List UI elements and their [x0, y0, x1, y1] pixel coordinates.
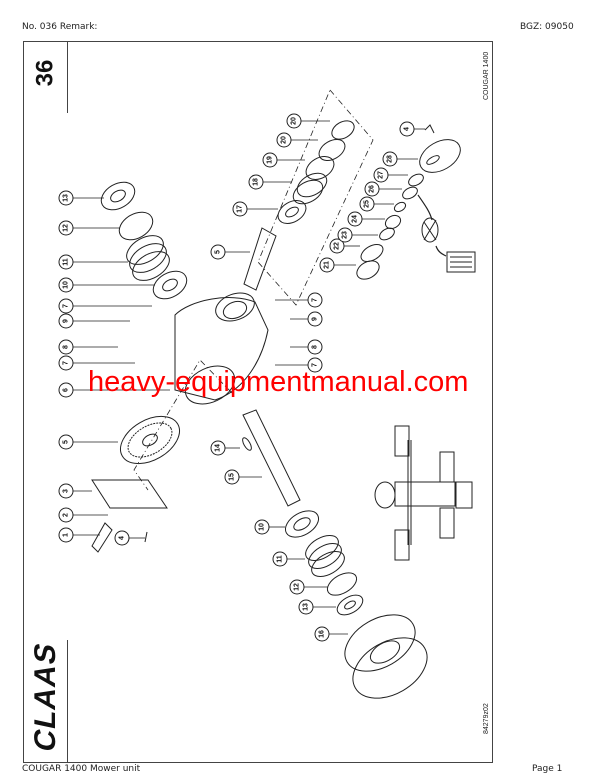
svg-text:4: 4 — [404, 127, 411, 131]
header-remark: No. 036 Remark: — [22, 22, 98, 32]
watermark-text: heavy-equipmentmanual.com — [88, 366, 469, 398]
svg-text:1: 1 — [63, 533, 70, 537]
part-callout: 14 — [210, 440, 226, 456]
svg-text:7: 7 — [63, 361, 70, 365]
part-callout: 15 — [224, 469, 240, 485]
svg-text:22: 22 — [334, 242, 341, 250]
svg-text:23: 23 — [342, 231, 349, 239]
part-callout: 4 — [399, 121, 415, 137]
svg-text:15: 15 — [229, 473, 236, 481]
part-callout: 7 — [58, 298, 74, 314]
part-callout: 7 — [307, 357, 323, 373]
part-callout: 27 — [373, 167, 389, 183]
svg-text:5: 5 — [215, 250, 222, 254]
svg-text:8: 8 — [312, 345, 319, 349]
svg-text:19: 19 — [267, 156, 274, 164]
part-callout: 9 — [307, 311, 323, 327]
svg-text:20: 20 — [291, 117, 298, 125]
svg-text:7: 7 — [63, 304, 70, 308]
part-callout: 23 — [337, 227, 353, 243]
header-bgz: BGZ: 09050 — [520, 22, 574, 32]
footer-title: COUGAR 1400 Mower unit — [22, 764, 141, 774]
svg-text:13: 13 — [63, 194, 70, 202]
svg-text:9: 9 — [63, 319, 70, 323]
part-callout: 11 — [58, 254, 74, 270]
part-callout: 8 — [307, 339, 323, 355]
part-callout: 20 — [286, 113, 302, 129]
svg-text:26: 26 — [369, 185, 376, 193]
part-callout: 9 — [58, 313, 74, 329]
part-callout: 10 — [58, 277, 74, 293]
part-callout: 18 — [248, 174, 264, 190]
svg-text:18: 18 — [253, 178, 260, 186]
svg-text:27: 27 — [378, 171, 385, 179]
svg-text:12: 12 — [63, 224, 70, 232]
svg-text:17: 17 — [237, 205, 244, 213]
svg-text:11: 11 — [277, 555, 284, 563]
svg-text:8: 8 — [63, 345, 70, 349]
svg-text:20: 20 — [281, 136, 288, 144]
svg-text:24: 24 — [352, 215, 359, 223]
drawing-frame — [23, 41, 493, 763]
part-callout: 2 — [58, 507, 74, 523]
svg-text:28: 28 — [387, 155, 394, 163]
part-callout: 11 — [272, 551, 288, 567]
svg-text:4: 4 — [119, 536, 126, 540]
part-callout: 13 — [58, 190, 74, 206]
svg-text:13: 13 — [303, 603, 310, 611]
part-callout: 25 — [359, 196, 375, 212]
svg-text:7: 7 — [312, 363, 319, 367]
svg-text:5: 5 — [63, 440, 70, 444]
part-callout: 21 — [319, 257, 335, 273]
part-callout: 3 — [58, 483, 74, 499]
part-callout: 22 — [329, 238, 345, 254]
part-callout: 13 — [298, 599, 314, 615]
part-callout: 12 — [289, 579, 305, 595]
part-callout: 6 — [58, 382, 74, 398]
part-callout: 12 — [58, 220, 74, 236]
logo-divider — [67, 640, 68, 763]
svg-text:10: 10 — [63, 281, 70, 289]
svg-text:14: 14 — [215, 444, 222, 452]
svg-text:10: 10 — [259, 523, 266, 531]
svg-text:9: 9 — [312, 317, 319, 321]
footer-page: Page 1 — [532, 764, 563, 774]
svg-text:7: 7 — [312, 298, 319, 302]
part-callout: 17 — [232, 201, 248, 217]
leader-lines — [73, 120, 425, 635]
svg-text:3: 3 — [63, 489, 70, 493]
callout-group: 1312111079876532145171819202079872122232… — [58, 113, 415, 642]
svg-text:21: 21 — [324, 261, 331, 269]
svg-text:2: 2 — [63, 513, 70, 517]
svg-text:6: 6 — [63, 388, 70, 392]
part-callout: 24 — [347, 211, 363, 227]
part-callout: 26 — [364, 181, 380, 197]
svg-text:25: 25 — [364, 200, 371, 208]
part-callout: 7 — [58, 355, 74, 371]
part-callout: 10 — [254, 519, 270, 535]
part-callout: 20 — [276, 132, 292, 148]
part-callout: 4 — [114, 530, 130, 546]
part-callout: 19 — [262, 152, 278, 168]
part-callout: 8 — [58, 339, 74, 355]
part-callout: 5 — [58, 434, 74, 450]
svg-text:16: 16 — [319, 630, 326, 638]
part-callout: 1 — [58, 527, 74, 543]
svg-text:12: 12 — [294, 583, 301, 591]
sheet-number-divider — [67, 41, 68, 113]
part-callout: 16 — [314, 626, 330, 642]
part-callout: 5 — [210, 244, 226, 260]
svg-text:11: 11 — [63, 258, 70, 266]
part-callout: 28 — [382, 151, 398, 167]
part-callout: 7 — [307, 292, 323, 308]
